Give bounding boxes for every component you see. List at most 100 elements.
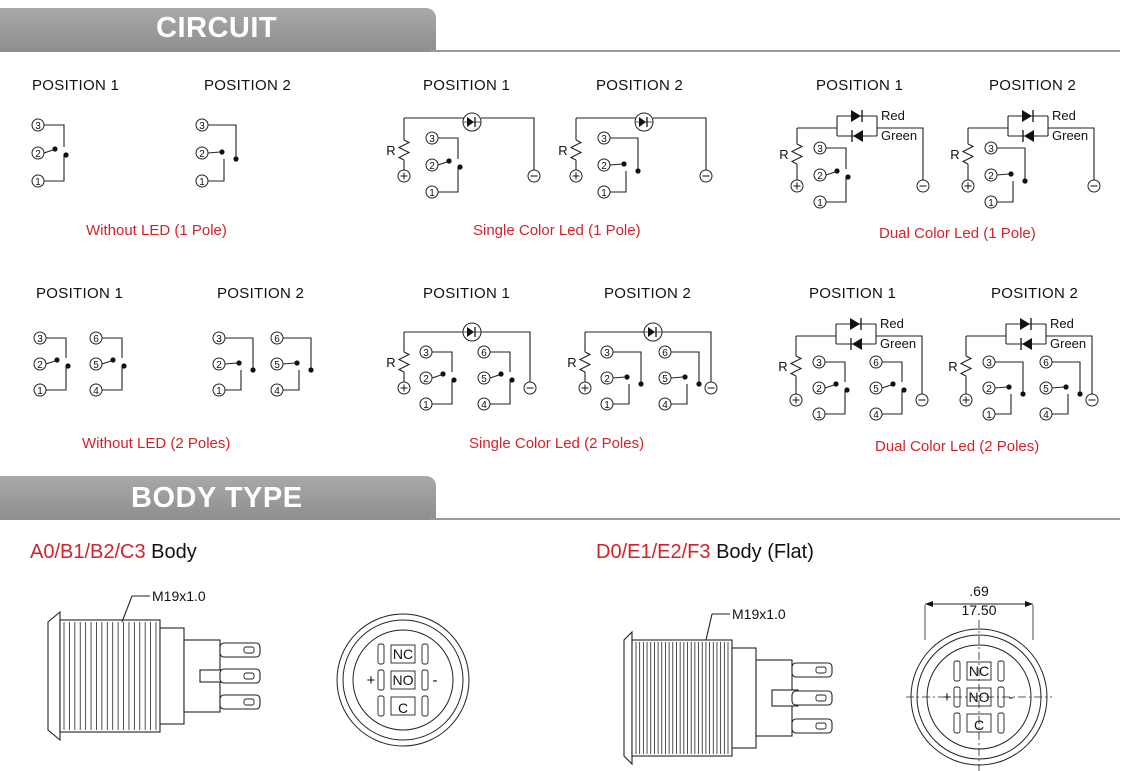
- arrowhead: [925, 601, 933, 607]
- terminal-number: 3: [601, 134, 607, 145]
- position-2-label: POSITION 2: [604, 285, 692, 302]
- minus-terminal-icon: [699, 169, 713, 183]
- nut-housing: [159, 627, 185, 725]
- c-label: C: [398, 700, 408, 716]
- side-view-flat-body: [623, 630, 833, 766]
- caption-without-led-1-pole: Without LED (1 Pole): [86, 222, 227, 239]
- pin-slot: [953, 712, 961, 734]
- position-2-label: POSITION 2: [991, 285, 1079, 302]
- resistor-icon: [578, 351, 592, 373]
- contact-dot: [624, 374, 630, 380]
- led-icon: [634, 112, 654, 132]
- led-icon: [462, 112, 482, 132]
- switch-pole: 321: [982, 355, 1026, 421]
- terminal-1: 1: [982, 407, 996, 421]
- wire: [46, 366, 67, 391]
- contact-dot: [236, 360, 242, 366]
- pin-slot: [421, 669, 429, 691]
- wire: [102, 366, 123, 391]
- contact-dot: [638, 381, 644, 387]
- green-diode-arrow: [1024, 130, 1034, 142]
- terminal-2: 2: [195, 146, 209, 160]
- switch-pole: 321: [425, 131, 463, 199]
- contact-dot: [63, 152, 69, 158]
- wire: [208, 159, 225, 182]
- contact-dot: [121, 363, 127, 369]
- switch-pole: 321: [212, 331, 256, 397]
- terminal-number: 5: [662, 374, 668, 385]
- terminal-1: 1: [33, 383, 47, 397]
- solder-pin: [219, 668, 261, 684]
- contact-dot: [110, 357, 116, 363]
- wire: [670, 376, 684, 379]
- wire: [612, 376, 626, 379]
- terminal-number: 1: [817, 198, 823, 209]
- wire: [437, 161, 448, 166]
- terminal-number: 1: [429, 188, 435, 199]
- solder-pin: [219, 694, 261, 710]
- terminal-number: 3: [604, 348, 610, 359]
- pin-slot: [377, 695, 385, 717]
- wire: [1048, 127, 1095, 180]
- pin-slot: [953, 660, 961, 682]
- position-2-label: POSITION 2: [989, 77, 1077, 94]
- circuit-section-rule: [430, 50, 1120, 52]
- switch-pole: 654: [1039, 355, 1083, 421]
- center-pin-slot: [390, 644, 416, 664]
- wire: [489, 374, 500, 379]
- minus-label: -: [433, 672, 438, 689]
- switch-pole: 654: [477, 345, 515, 411]
- resistor-label: R: [567, 355, 576, 370]
- terminal-1: 1: [812, 407, 826, 421]
- wire: [431, 374, 442, 379]
- wire: [224, 362, 238, 365]
- solder-pin: [791, 690, 833, 706]
- terminal-1: 1: [425, 185, 439, 199]
- contact-dot: [1077, 391, 1083, 397]
- terminal-1: 1: [813, 195, 827, 209]
- terminal-5: 5: [869, 381, 883, 395]
- terminal-3: 3: [33, 331, 47, 345]
- terminal-1: 1: [597, 185, 611, 199]
- wire: [995, 394, 1012, 415]
- terminal-4: 4: [89, 383, 103, 397]
- plus-terminal-icon: [569, 169, 583, 183]
- terminal-number: 2: [816, 384, 822, 395]
- terminal-1: 1: [195, 174, 209, 188]
- resistor-label: R: [558, 143, 567, 158]
- minus-label: -: [1009, 689, 1014, 706]
- contact-dot: [833, 381, 839, 387]
- contact-dot: [446, 158, 452, 164]
- plus-terminal-icon: [790, 179, 804, 193]
- plus-label: +: [367, 672, 376, 689]
- terminal-1: 1: [419, 397, 433, 411]
- contact-dot: [1020, 391, 1026, 397]
- wire: [609, 163, 623, 166]
- contact-dot: [901, 387, 907, 393]
- minus-terminal-icon: [704, 381, 718, 395]
- switch-pole: 654: [270, 331, 314, 397]
- terminal-1: 1: [212, 383, 226, 397]
- terminal-3: 3: [212, 331, 226, 345]
- position-1-label: POSITION 1: [32, 77, 120, 94]
- terminal-4: 4: [1039, 407, 1053, 421]
- red-diode-arrow: [1020, 318, 1030, 330]
- green-led-label: Green: [1052, 128, 1088, 143]
- terminal-number: 3: [216, 334, 222, 345]
- minus-terminal-icon: [915, 393, 929, 407]
- body-type-heading-standard: A0/B1/B2/C3 Body: [30, 541, 197, 564]
- terminal-4: 4: [658, 397, 672, 411]
- terminal-4: 4: [477, 397, 491, 411]
- body-type-section-banner: BODY TYPE: [0, 476, 436, 520]
- terminal-number: 1: [604, 400, 610, 411]
- contact-dot: [440, 371, 446, 377]
- minus-terminal-icon: [1085, 393, 1099, 407]
